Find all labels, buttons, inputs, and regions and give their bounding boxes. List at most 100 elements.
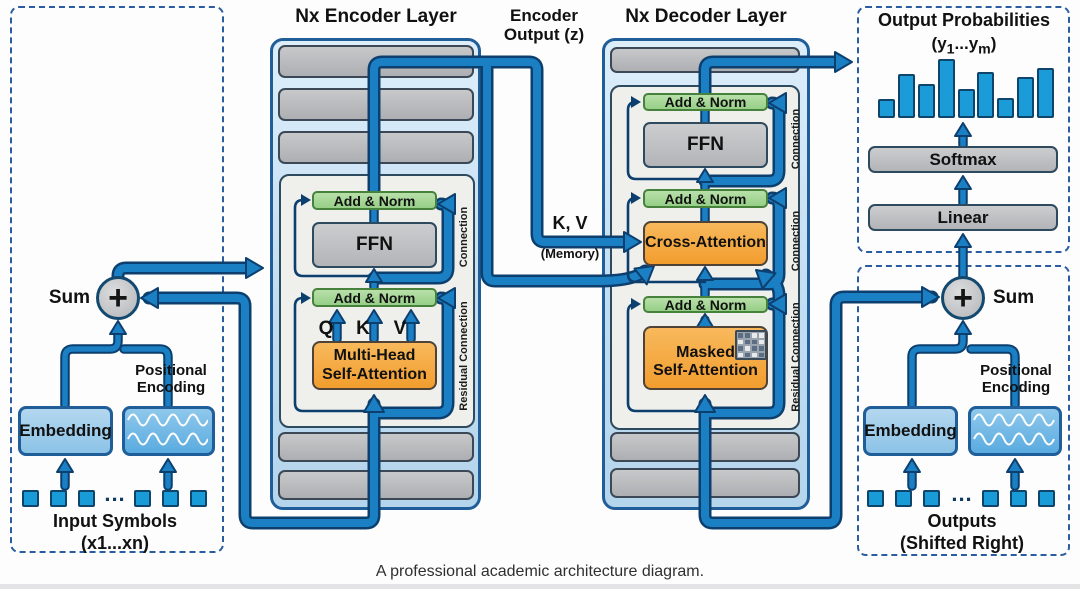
probability-bar [878,99,895,118]
encoder-stacked-layer [278,432,474,462]
memory-label: (Memory) [540,246,600,261]
encoder-ffn-block: FFN [312,222,437,268]
outputs-label: Outputs [927,511,997,531]
mask-cell [737,345,744,352]
subtitle-post: ) [990,34,997,53]
positional-line2: Encoding [136,378,206,396]
mask-cell [744,332,751,339]
encoder-add-norm-bottom: Add & Norm [312,288,437,307]
decoder-residual-connection-label: Residual Connection [790,302,802,412]
output-sum-node: + [941,276,985,320]
masked-attention-label-line1: Masked [676,343,735,361]
v-label: V [393,318,407,339]
positional-line1: Positional [135,362,207,379]
output-embedding-block: Embedding [863,406,958,456]
encoder-stacked-layer [278,88,474,121]
decoder-cross-attention-block: Cross-Attention [643,221,768,266]
output-probabilities-title: Output Probabilities [877,10,1050,30]
masked-attention-label-line2: Self-Attention [653,362,758,379]
input-symbols-sublabel: (x1...xn) [80,533,150,553]
encoder-output-line1: Encoder [509,6,579,25]
decoder-stacked-layer [610,47,800,73]
encoder-add-norm-top: Add & Norm [312,191,437,210]
input-token-square [50,490,67,507]
input-symbols-label: Input Symbols [52,511,177,531]
decoder-add-norm-top: Add & Norm [643,93,768,111]
output-probabilities-subtitle: (y1...ym) [861,34,1067,57]
decoder-connection-label-middle: Connection [790,210,802,272]
mask-cell [751,338,758,345]
mask-cell [737,351,744,358]
sine-wave-icon [127,413,208,446]
probability-bar [957,89,975,118]
q-label: Q [318,318,334,339]
encoder-stacked-layer [278,470,474,500]
input-ellipsis: ... [104,481,126,506]
mask-cell [737,338,744,345]
output-positional-encoding-label: Positional Encoding [966,362,1066,397]
mask-cell [758,338,765,345]
output-token-square [923,490,940,507]
probability-bar [897,74,915,118]
input-token-square [78,490,95,507]
output-token-square [982,490,999,507]
mask-cell [744,338,751,345]
output-token-square [867,490,884,507]
encoder-output-line2: Output (z) [503,25,585,45]
probability-bar [1037,68,1054,118]
positional-line2: Encoding [981,378,1051,396]
kv-label: K, V [552,213,588,233]
decoder-add-norm-bottom: Add & Norm [643,296,768,313]
linear-block: Linear [868,204,1058,231]
decoder-output-arrow-arrowhead [834,51,853,73]
encoder-attention-label-line2: Self-Attention [322,365,427,383]
decoder-ffn-block: FFN [643,122,768,168]
encoder-output-label: Encoder Output (z) [490,6,598,44]
subtitle-pre: (y [931,34,947,53]
probability-bar [997,98,1015,118]
output-positional-encoding-block [968,406,1062,456]
decoder-connection-label-top: Connection [790,108,802,170]
attention-mask-icon [735,330,767,360]
input-sum-label: Sum [48,287,90,308]
encoder-connection-label: Connection [458,206,470,268]
probability-bar [937,59,955,118]
probability-bar [977,72,995,118]
output-ellipsis: ... [951,481,973,506]
input-token-square [22,490,39,507]
encoder-stacked-layer [278,131,474,164]
softmax-block: Softmax [868,146,1058,173]
k-label: K [356,318,370,339]
output-sum-label: Sum [993,287,1035,308]
input-token-square [162,490,179,507]
subtitle-sub2: m [978,41,991,58]
input-positional-encoding-block [122,406,215,456]
input-sum-node: + [96,276,140,320]
encoder-title: Nx Encoder Layer [295,6,457,27]
mask-cell [758,332,765,339]
subtitle-mid: ...y [954,34,979,53]
subtitle-sub1: 1 [946,41,955,58]
input-token-square [190,490,207,507]
bottom-edge-strip [0,584,1080,589]
figure-caption: A professional academic architecture dia… [375,563,705,580]
mask-cell [737,332,744,339]
mask-cell [744,345,751,352]
output-token-square [1010,490,1027,507]
encoder-attention-label-line1: Multi-Head [333,347,416,365]
mask-cell [751,351,758,358]
input-positional-encoding-label: Positional Encoding [121,362,221,397]
positional-line1: Positional [980,362,1052,379]
mask-cell [758,345,765,352]
mask-cell [751,332,758,339]
mask-cell [744,351,751,358]
encoder-residual-connection-label: Residual Connection [458,301,470,411]
probability-bars [878,59,1054,118]
probability-bar [1017,77,1035,118]
output-token-square [1038,490,1055,507]
decoder-add-norm-middle: Add & Norm [643,189,768,208]
probability-bar [917,84,935,118]
outputs-sublabel: (Shifted Right) [900,533,1024,553]
encoder-self-attention-block: Multi-Head Self-Attention [312,341,437,390]
sine-wave-icon [973,413,1055,446]
